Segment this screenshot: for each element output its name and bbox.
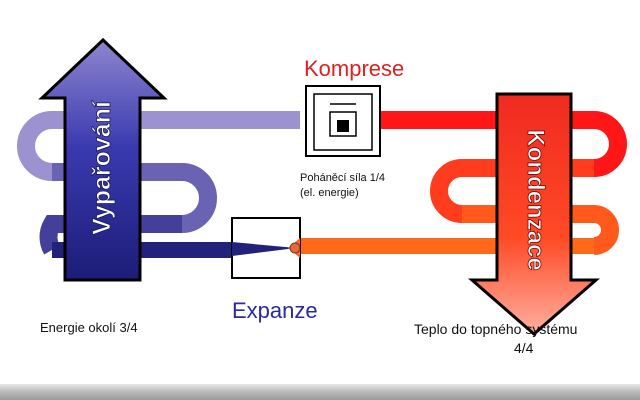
evaporator-coil-mid xyxy=(52,163,217,233)
heat-output-fraction: 4/4 xyxy=(514,340,534,356)
condensation-arrow-shape xyxy=(467,92,601,336)
condensation-label: Kondenzace xyxy=(522,129,549,270)
drive-power-label: Poháněcí síla 1/4 xyxy=(300,172,386,184)
condenser-coil-low xyxy=(462,205,619,255)
condenser-coil-top xyxy=(352,111,627,177)
evaporator-coil-top xyxy=(17,111,300,181)
ambient-energy-label: Energie okolí 3/4 xyxy=(40,320,138,335)
condenser-coil xyxy=(300,111,627,255)
evaporation-arrow-shape xyxy=(38,37,168,282)
expansion-valve-icon xyxy=(231,217,301,279)
evaporation-arrow: Vypařování xyxy=(38,37,168,282)
bottom-divider xyxy=(0,384,640,400)
condenser-coil-mid xyxy=(430,159,594,223)
evaporator-coil-low xyxy=(39,215,182,255)
evaporation-label: Vypařování xyxy=(88,100,116,235)
compression-label: Komprese xyxy=(304,56,405,81)
drive-power-sublabel: (el. energie) xyxy=(300,187,359,199)
condensation-arrow: Kondenzace xyxy=(467,92,601,336)
expansion-label: Expanze xyxy=(232,298,318,323)
heat-output-label: Teplo do topného systému xyxy=(414,321,578,337)
compressor-icon xyxy=(305,85,381,157)
